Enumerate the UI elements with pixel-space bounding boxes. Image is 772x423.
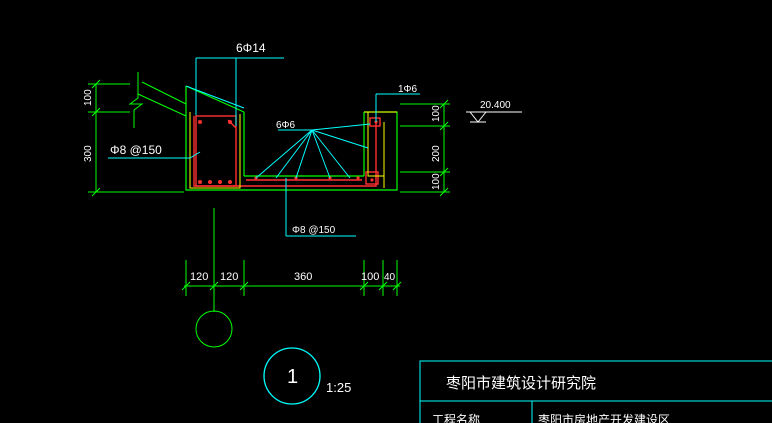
left-dim-300: 300 [83, 145, 94, 162]
bottom-dim-100: 100 [361, 271, 379, 283]
right-dim-200: 200 [431, 145, 442, 162]
right-dim-100a: 100 [431, 105, 442, 122]
right-dimension [400, 99, 450, 197]
title-institute: 枣阳市建筑设计研究院 [446, 374, 596, 392]
bottom-dim-120a: 120 [190, 271, 208, 283]
right-dim-100b: 100 [431, 173, 442, 190]
title-block [419, 360, 772, 423]
elevation-label: 20.400 [480, 100, 511, 111]
bottom-dim-360: 360 [294, 271, 312, 283]
bottom-dim-40: 40 [384, 272, 396, 283]
label-fan-bars: 6Φ6 [276, 120, 296, 131]
section-scale: 1:25 [326, 380, 351, 395]
left-dim-100: 100 [83, 89, 94, 106]
label-top-rebar: 6Φ14 [236, 41, 266, 55]
elevation-marker [466, 111, 522, 123]
title-project-value: 枣阳市房地产开发建设区 [538, 412, 670, 423]
rebar-cage [193, 115, 381, 187]
leaders [108, 58, 420, 237]
bottom-dim-120b: 120 [220, 271, 238, 283]
title-project-label: 工程名称 [432, 412, 480, 423]
rebar-yellow [189, 111, 397, 189]
bottom-dimension [181, 208, 402, 348]
label-stirrup: Φ8 @150 [110, 143, 162, 157]
left-dimension [88, 79, 184, 197]
break-line [128, 72, 187, 128]
label-bottom-bar: Φ8 @150 [292, 225, 336, 236]
section-number: 1 [287, 366, 298, 388]
section-circle [263, 347, 321, 405]
label-right-bar: 1Φ6 [398, 84, 418, 95]
